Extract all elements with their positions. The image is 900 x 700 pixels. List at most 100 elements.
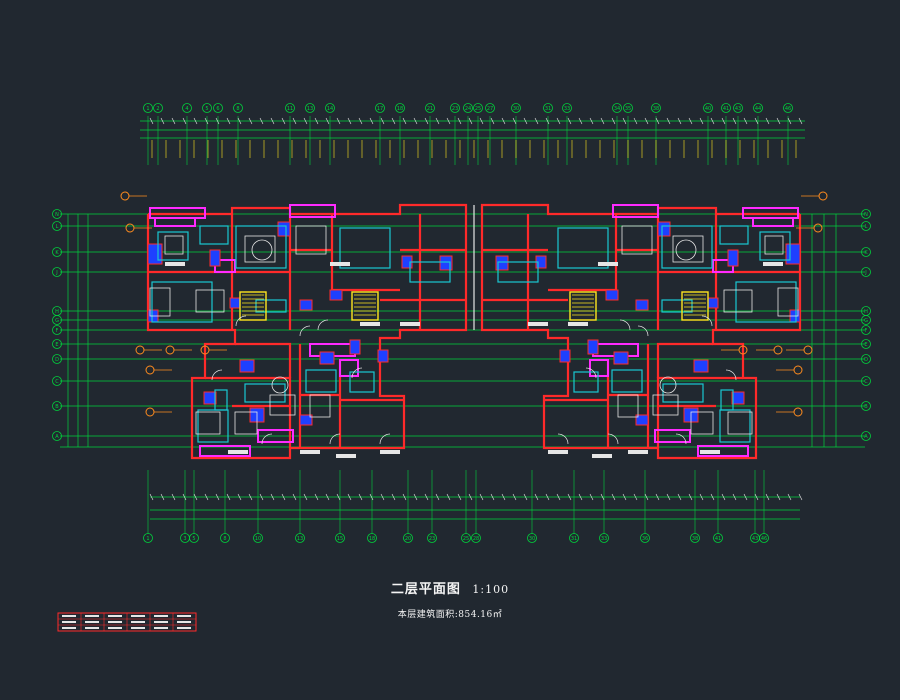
row-label-right: C <box>864 379 868 385</box>
window <box>199 225 229 245</box>
column-label-top: 4 <box>185 106 188 112</box>
legend-entry <box>131 627 145 629</box>
dimension-tick <box>391 117 396 125</box>
column-label-top: 8 <box>236 106 239 112</box>
row-label-right-bubble <box>861 221 871 231</box>
legend-entry <box>85 615 99 617</box>
window <box>157 231 189 261</box>
column-label-bottom: 33 <box>601 536 607 542</box>
dimension-lines <box>67 117 837 520</box>
column-fill <box>299 414 313 426</box>
dimension-tick <box>798 493 803 501</box>
fixture <box>164 235 184 255</box>
column-label-bottom-bubble <box>253 533 263 543</box>
column-label-bottom-bubble <box>569 533 579 543</box>
column-label-bottom: 8 <box>223 536 226 542</box>
dimension-tick <box>578 493 583 501</box>
area-value: 854.16㎡ <box>458 610 503 620</box>
door-swing <box>725 369 737 381</box>
column-label-bottom: 5 <box>192 536 195 542</box>
room-tag <box>336 454 356 458</box>
column-fill <box>495 255 509 271</box>
dimension-tick <box>215 493 220 501</box>
room-tag <box>228 450 248 454</box>
column-label-top-bubble <box>703 103 713 113</box>
column-fill <box>277 221 291 237</box>
dimension-tick <box>204 117 209 125</box>
dimension-tick <box>259 493 264 501</box>
row-label-left-bubble <box>52 339 62 349</box>
column-fill <box>377 349 389 363</box>
dimension-tick <box>743 493 748 501</box>
window <box>759 231 791 261</box>
dimension-tick <box>600 117 605 125</box>
column-fill <box>693 359 709 373</box>
column-label-bottom-bubble <box>427 533 437 543</box>
dimension-tick <box>578 117 583 125</box>
column-label-bottom-bubble <box>599 533 609 543</box>
dimension-tick <box>292 493 297 501</box>
dimension-tick <box>215 117 220 125</box>
row-label-right-bubble <box>861 354 871 364</box>
row-label-left-bubble <box>52 354 62 364</box>
column-label-top: 6 <box>216 106 219 112</box>
column-label-top-bubble <box>623 103 633 113</box>
column-label-bottom: 28 <box>473 536 479 542</box>
dimension-tick <box>391 493 396 501</box>
dimension-tick <box>787 493 792 501</box>
column-label-top: 41 <box>723 106 729 112</box>
dimension-tick <box>622 493 627 501</box>
room-tag <box>360 322 380 326</box>
dimension-tick <box>182 493 187 501</box>
dimension-tick <box>347 117 352 125</box>
column-fill <box>587 339 599 355</box>
dimension-tick <box>149 493 154 501</box>
dimension-tick <box>358 117 363 125</box>
row-label-right-bubble <box>861 431 871 441</box>
dimension-tick <box>732 117 737 125</box>
dimension-tick <box>688 493 693 501</box>
room-tag <box>165 262 185 266</box>
column-label-top-bubble <box>473 103 483 113</box>
dimension-tick <box>237 117 242 125</box>
column-label-top: 33 <box>564 106 570 112</box>
wall-segment <box>697 445 749 457</box>
row-label-right: E <box>864 342 867 348</box>
fixture <box>690 411 714 435</box>
door-swing <box>299 325 311 337</box>
door-swing <box>261 433 273 445</box>
row-label-left-bubble <box>52 247 62 257</box>
column-fill <box>559 349 571 363</box>
door-swing <box>329 433 341 445</box>
column-label-top: 44 <box>755 106 761 112</box>
dimension-tick <box>259 117 264 125</box>
column-label-top: 17 <box>377 106 383 112</box>
column-label-top-bubble <box>485 103 495 113</box>
column-label-bottom-bubble <box>759 533 769 543</box>
dimension-tick <box>358 493 363 501</box>
dimension-tick <box>446 117 451 125</box>
room-tag <box>628 450 648 454</box>
callout-marker <box>135 345 145 355</box>
column-label-top-bubble <box>425 103 435 113</box>
column-label-bottom-bubble <box>143 533 153 543</box>
door-swing <box>211 369 223 381</box>
dimension-tick <box>622 117 627 125</box>
window <box>661 225 713 269</box>
dimension-tick <box>336 493 341 501</box>
dimension-tick <box>435 493 440 501</box>
callout-marker <box>793 407 803 417</box>
dimension-tick <box>798 117 803 125</box>
dimension-tick <box>556 117 561 125</box>
dimension-tick <box>644 117 649 125</box>
callout-marker <box>793 365 803 375</box>
fixture <box>309 394 331 418</box>
window <box>339 227 391 269</box>
dimension-tick <box>160 117 165 125</box>
dimension-tick <box>765 117 770 125</box>
dimension-tick <box>688 117 693 125</box>
column-label-bottom-bubble <box>713 533 723 543</box>
dimension-tick <box>710 493 715 501</box>
column-label-bottom: 15 <box>337 536 343 542</box>
dimension-tick <box>413 493 418 501</box>
